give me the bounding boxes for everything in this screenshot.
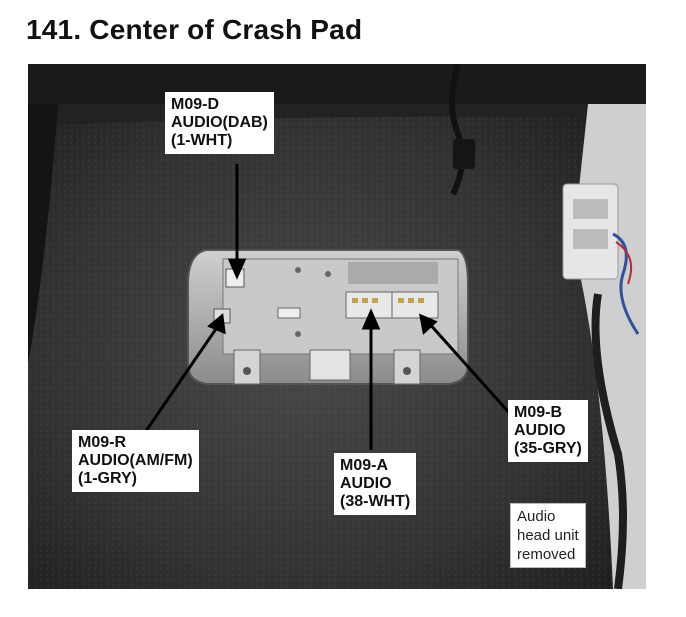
callout-m09-d-id: M09-D: [171, 96, 220, 113]
callout-m09-b-spec: (35-GRY): [514, 440, 582, 457]
callout-m09-d-spec: (1-WHT): [171, 132, 233, 149]
callout-m09-a: M09-A AUDIO (38-WHT): [334, 453, 417, 515]
page-title: 141. Center of Crash Pad: [26, 14, 363, 45]
callout-m09-d: M09-D AUDIO(DAB) (1-WHT): [165, 92, 274, 154]
removed-note-line2: head unit: [517, 527, 579, 544]
removed-note-line3: removed: [517, 546, 576, 563]
callout-m09-d-name: AUDIO(DAB): [171, 114, 268, 131]
callout-m09-a-id: M09-A: [340, 457, 389, 474]
callout-m09-a-name: AUDIO: [340, 475, 392, 492]
callout-m09-r-name: AUDIO(AM/FM): [78, 452, 193, 469]
removed-note: Audio head unit removed: [510, 503, 586, 568]
wire-harness: [591, 293, 627, 589]
callout-m09-b-name: AUDIO: [514, 422, 566, 439]
callout-m09-r: M09-R AUDIO(AM/FM) (1-GRY): [72, 430, 199, 492]
dash-trim: [28, 64, 646, 104]
callout-m09-b: M09-B AUDIO (35-GRY): [508, 400, 588, 462]
removed-note-line1: Audio: [517, 508, 556, 525]
callout-m09-r-spec: (1-GRY): [78, 470, 137, 487]
callout-m09-r-id: M09-R: [78, 434, 127, 451]
center-tab: [309, 349, 351, 381]
callout-arrows: [144, 164, 514, 450]
callout-m09-b-id: M09-B: [514, 404, 563, 421]
callout-m09-a-spec: (38-WHT): [340, 493, 411, 510]
